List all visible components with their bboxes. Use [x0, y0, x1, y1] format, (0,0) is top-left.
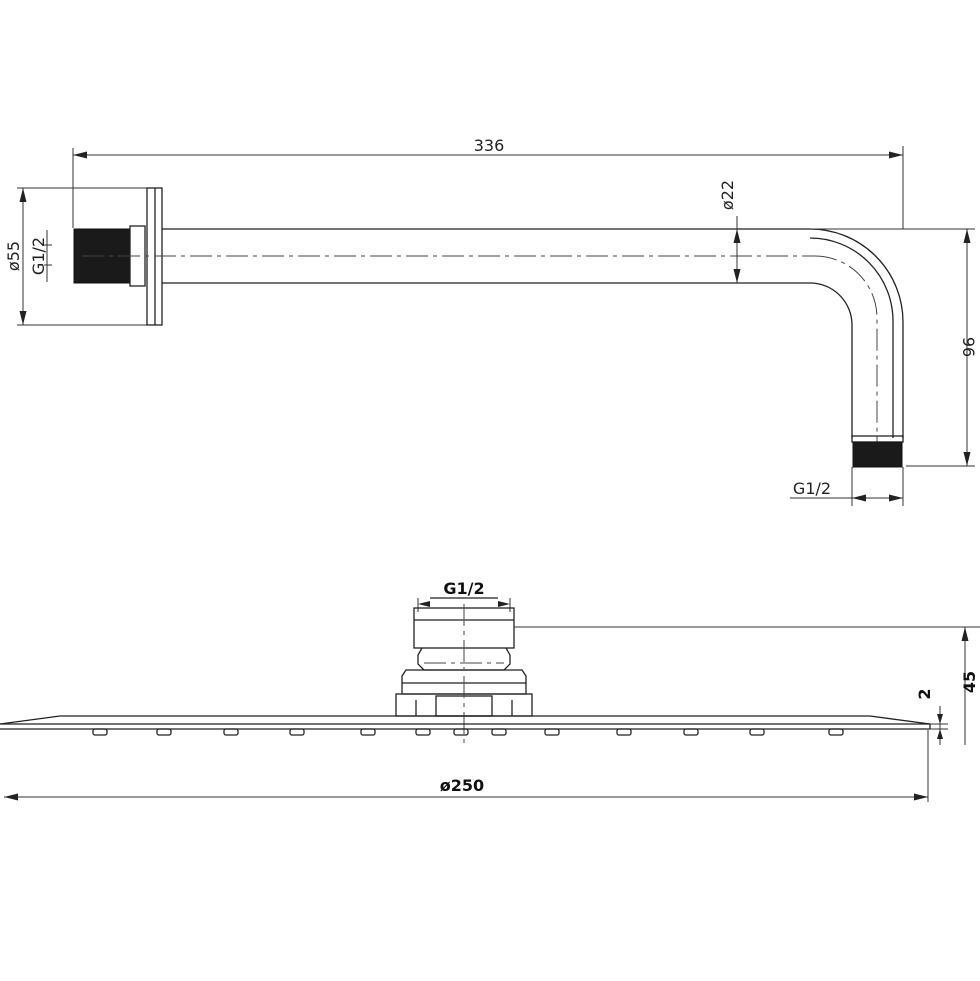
dim-flange-diameter: ø55 [4, 187, 150, 326]
head-nozzles [92, 728, 844, 736]
dim-flange-diameter-label: ø55 [4, 241, 23, 271]
dim-plate-thickness-label: 2 [915, 688, 934, 699]
dim-connector-thread: G1/2 [417, 579, 511, 612]
dim-pipe-diameter-label: ø22 [718, 180, 737, 210]
dim-plate-thickness: 2 [915, 688, 948, 745]
dim-outlet-thread: G1/2 [790, 467, 904, 506]
dim-head-diameter-label: ø250 [440, 776, 484, 795]
dim-drop-label: 96 [959, 337, 978, 357]
dim-inlet-thread: G1/2 [29, 230, 52, 282]
dim-drop: 96 [810, 228, 978, 467]
arm-pipe [162, 228, 904, 438]
shower-head-view: G1/2 [0, 579, 980, 802]
dim-head-diameter: ø250 [4, 730, 929, 802]
dim-pipe-diameter: ø22 [718, 180, 741, 283]
dim-height-label: 45 [960, 671, 979, 693]
inlet-thread-label: G1/2 [29, 237, 48, 275]
connector-thread-label: G1/2 [443, 579, 484, 598]
outlet-thread-label: G1/2 [793, 479, 831, 498]
dim-height: 45 [514, 626, 980, 745]
dim-length: 336 [72, 136, 904, 229]
dim-length-label: 336 [474, 136, 505, 155]
outlet-thread [852, 441, 903, 468]
shower-arm-view: 336 ø55 G1/2 [4, 136, 978, 506]
head-plate [0, 715, 931, 730]
